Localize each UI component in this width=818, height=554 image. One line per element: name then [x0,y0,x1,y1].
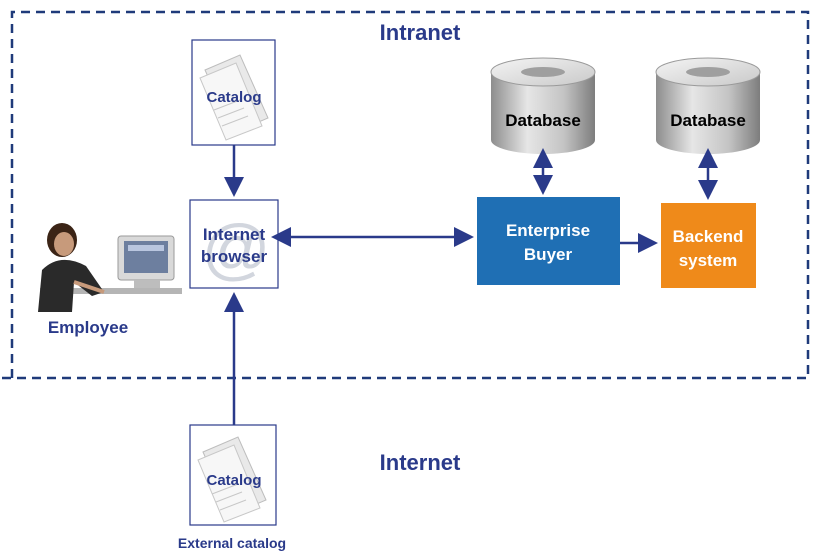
internet-browser-box: @ Internet browser [189,199,279,289]
catalog-label-external: Catalog [206,472,261,489]
intranet-boundary [0,10,810,380]
backend-line2: system [679,251,738,270]
enterprise-buyer-box: Enterprise Buyer [477,197,620,285]
database-cylinder-right: Database [655,57,761,154]
employee-illustration [38,223,182,312]
database-cylinder-left: Database [490,57,596,154]
document-stack-icon [199,54,269,141]
internet-label: Internet [380,450,461,475]
browser-label-line1: Internet [203,225,266,244]
intranet-label: Intranet [380,20,461,45]
database-label-right: Database [670,111,746,130]
svg-text:@: @ [201,211,270,287]
catalog-document-external: Catalog [189,424,277,526]
browser-label-line2: browser [201,247,268,266]
catalog-document-internal: Catalog [191,39,276,146]
employee-label: Employee [48,318,128,337]
database-label-left: Database [505,111,581,130]
enterprise-buyer-line1: Enterprise [506,221,590,240]
backend-line1: Backend [673,227,744,246]
backend-system-box: Backend system [661,203,756,288]
external-catalog-caption: External catalog [178,535,286,551]
enterprise-buyer-line2: Buyer [524,245,573,264]
document-stack-icon [197,436,267,523]
catalog-label-internal: Catalog [206,89,261,106]
at-sign-icon: @ [201,211,270,287]
